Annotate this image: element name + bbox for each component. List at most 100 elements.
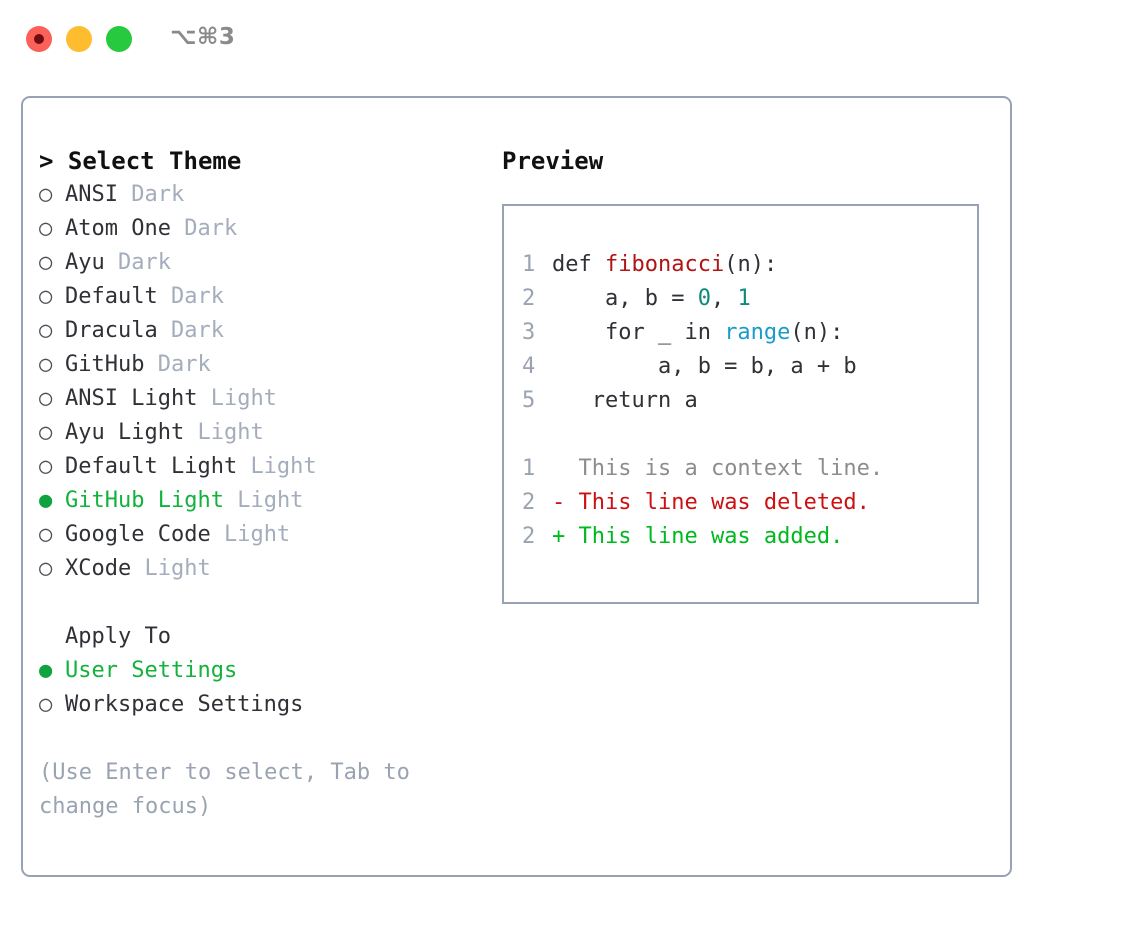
code-token: 1 [737, 286, 751, 311]
radio-unselected-icon: ○ [39, 420, 53, 445]
label-gap [184, 420, 197, 445]
radio-unselected-icon: ○ [39, 522, 53, 547]
line-number: 4 [522, 354, 536, 379]
theme-option-label: ANSI [65, 182, 118, 207]
label-gap [144, 352, 157, 377]
line-number: 1 [522, 252, 536, 277]
theme-option-label: Google Code [65, 522, 211, 547]
apply-to-option-label: Workspace Settings [65, 692, 304, 717]
apply-to-option-workspace-settings[interactable]: ○ Workspace Settings [39, 688, 479, 722]
theme-option-ansi[interactable]: ○ ANSI Dark [39, 178, 479, 212]
diff-text: This line was added. [565, 524, 844, 549]
diff-sign: - [552, 490, 566, 515]
label-gap [224, 488, 237, 513]
code-token: range [724, 320, 791, 345]
theme-option-category: Dark [157, 352, 211, 377]
minimize-button[interactable] [66, 26, 92, 52]
code-token: for _ in [552, 320, 725, 345]
theme-option-label: GitHub [65, 352, 145, 377]
theme-option-default[interactable]: ○Default Dark [39, 280, 479, 314]
theme-option-ayu-light[interactable]: ○Ayu Light Light [39, 416, 479, 450]
radio-unselected-icon: ○ [39, 182, 53, 207]
line-number: 2 [522, 524, 536, 549]
theme-option-label: Atom One [65, 216, 171, 241]
radio-unselected-icon: ○ [39, 250, 53, 275]
theme-option-category: Light [144, 556, 211, 581]
code-token: a, b = b, a + b [552, 354, 857, 379]
keyboard-hint-text: (Use Enter to select, Tab to change focu… [39, 760, 410, 819]
title-bar: ⌥⌘3 [0, 0, 1140, 76]
code-token: , [710, 286, 738, 311]
theme-option-label: Ayu [65, 250, 105, 275]
apply-to-option-user-settings[interactable]: ● User Settings [39, 654, 479, 688]
code-token: return a [552, 388, 698, 413]
theme-option-label: XCode [65, 556, 132, 581]
theme-option-category: Dark [170, 318, 224, 343]
label-gap [105, 250, 118, 275]
code-token: (n): [790, 320, 844, 345]
label-gap [118, 182, 131, 207]
code-token: a, b = [552, 286, 698, 311]
theme-option-atom-one[interactable]: ○ Atom One Dark [39, 212, 479, 246]
code-diff-spacer [522, 418, 977, 452]
theme-option-google-code[interactable]: ○Google Code Light [39, 518, 479, 552]
radio-unselected-icon: ○ [39, 318, 53, 343]
theme-picker-column: > Select Theme ○ANSI Dark○Atom One Dark○… [39, 144, 479, 824]
theme-option-category: Dark [131, 182, 185, 207]
theme-option-category: Light [210, 386, 277, 411]
code-line: 2 a, b = 0, 1 [522, 282, 977, 316]
apply-to-option-label: User Settings [65, 658, 238, 683]
radio-unselected-icon: ○ [39, 216, 53, 241]
code-token: 0 [697, 286, 711, 311]
close-button[interactable] [26, 26, 52, 52]
label-gap [237, 454, 250, 479]
line-number: 2 [522, 286, 536, 311]
theme-option-category: Dark [184, 216, 238, 241]
line-number: 5 [522, 388, 536, 413]
label-gap [131, 556, 144, 581]
theme-option-label: Default [65, 284, 158, 309]
theme-option-label: GitHub Light [65, 488, 224, 513]
theme-option-ayu[interactable]: ○ Ayu Dark [39, 246, 479, 280]
theme-option-category: Dark [170, 284, 224, 309]
radio-selected-icon: ● [39, 488, 53, 513]
theme-option-category: Light [250, 454, 317, 479]
radio-unselected-icon: ○ [39, 556, 53, 581]
theme-option-xcode[interactable]: ○ XCode Light [39, 552, 479, 586]
theme-option-category: Dark [118, 250, 171, 275]
diff-line-context: 1 This is a context line. [522, 452, 977, 486]
diff-sample: 1 This is a context line. 2- This line wa… [522, 452, 977, 554]
line-number: 2 [522, 490, 536, 515]
theme-option-category: Light [237, 488, 304, 513]
theme-option-dracula[interactable]: ○ Dracula Dark [39, 314, 479, 348]
theme-option-default-light[interactable]: ○ Default Light Light [39, 450, 479, 484]
label-gap [197, 386, 210, 411]
diff-sign: + [552, 524, 566, 549]
radio-unselected-icon: ○ [39, 692, 53, 717]
theme-option-github[interactable]: ○ GitHub Dark [39, 348, 479, 382]
theme-option-label: Default Light [65, 454, 238, 479]
main-panel: > Select Theme ○ANSI Dark○Atom One Dark○… [21, 96, 1012, 877]
maximize-button[interactable] [106, 26, 132, 52]
radio-unselected-icon: ○ [39, 454, 53, 479]
theme-list-header: > Select Theme [39, 147, 242, 175]
list-spacer [39, 586, 479, 620]
diff-text: This line was deleted. [565, 490, 870, 515]
theme-option-label: Dracula [65, 318, 158, 343]
theme-option-ansi-light[interactable]: ○ ANSI Light Light [39, 382, 479, 416]
label-gap [158, 318, 171, 343]
radio-unselected-icon: ○ [39, 386, 53, 411]
theme-option-category: Light [197, 420, 264, 445]
code-line: 3 for _ in range(n): [522, 316, 977, 350]
theme-option-label: ANSI Light [65, 386, 198, 411]
theme-option-github-light[interactable]: ● GitHub Light Light [39, 484, 479, 518]
radio-selected-icon: ● [39, 658, 53, 683]
radio-unselected-icon: ○ [39, 352, 53, 377]
diff-line-added: 2 + This line was added. [522, 520, 977, 554]
code-line: 4 a, b = b, a + b [522, 350, 977, 384]
label-gap [171, 216, 184, 241]
line-number: 3 [522, 320, 536, 345]
